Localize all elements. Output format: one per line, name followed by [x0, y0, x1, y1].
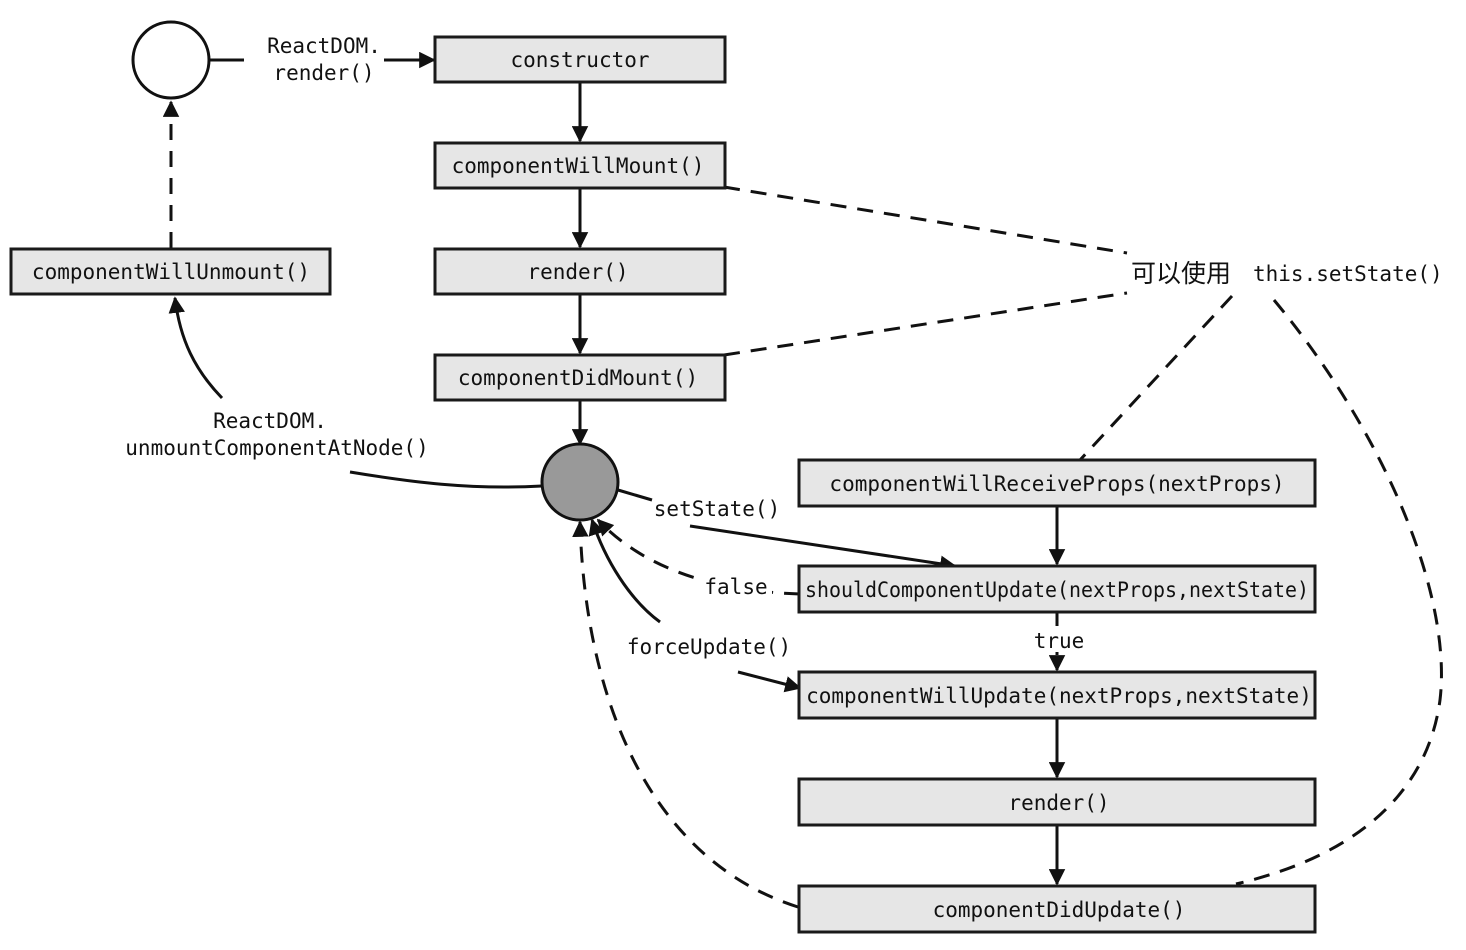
node-should-component-update-label: shouldComponentUpdate(nextProps,nextStat… — [805, 578, 1309, 602]
node-component-did-update: componentDidUpdate() — [797, 884, 1317, 934]
mounted-to-setstate-line — [617, 488, 653, 502]
setstate-note-cn: 可以使用 — [1131, 259, 1231, 288]
node-constructor-label: constructor — [510, 48, 649, 72]
node-component-will-mount: componentWillMount() — [433, 141, 727, 190]
node-constructor: constructor — [433, 35, 727, 84]
unmount-label-line2: unmountComponentAtNode() — [125, 436, 428, 460]
note-line-didmount — [723, 291, 1128, 357]
false-return-arrow — [596, 518, 801, 596]
unmount-label-line1: ReactDOM. — [213, 409, 327, 433]
node-component-will-receive-props: componentWillReceiveProps(nextProps) — [797, 458, 1317, 508]
forceupdate-to-willupdate-arrow — [737, 670, 802, 693]
setstate-note-code: this.setState() — [1253, 262, 1443, 286]
mounted-to-unmount-label-line — [349, 470, 543, 489]
node-component-will-mount-label: componentWillMount() — [452, 154, 705, 178]
unmount-label-to-willunmount-arrow — [168, 296, 224, 400]
reactdom-render-label-line1: ReactDOM. — [267, 34, 381, 58]
note-line-receiveprops — [1078, 294, 1234, 462]
setstate-label: setState() — [654, 497, 780, 521]
node-component-will-update-label: componentWillUpdate(nextProps,nextState) — [806, 684, 1312, 708]
node-component-did-mount: componentDidMount() — [433, 353, 727, 402]
node-component-will-unmount: componentWillUnmount() — [9, 247, 332, 296]
note-line-willmount — [723, 185, 1128, 255]
false-label: false — [704, 575, 767, 599]
node-component-did-update-label: componentDidUpdate() — [933, 898, 1186, 922]
forceupdate-to-mounted-arrow — [588, 518, 661, 624]
node-render-update-label: render() — [1008, 791, 1109, 815]
node-component-will-update: componentWillUpdate(nextProps,nextState) — [797, 670, 1317, 720]
reactdom-render-label-line2: render() — [273, 61, 374, 85]
initial-state-circle — [131, 20, 211, 100]
node-component-did-mount-label: componentDidMount() — [458, 366, 698, 390]
node-render-update: render() — [797, 777, 1317, 827]
node-render-mount-label: render() — [527, 260, 628, 284]
node-render-mount: render() — [433, 247, 727, 296]
mounted-state-circle — [540, 442, 620, 522]
node-component-will-receive-props-label: componentWillReceiveProps(nextProps) — [829, 472, 1284, 496]
node-should-component-update: shouldComponentUpdate(nextProps,nextStat… — [797, 564, 1317, 614]
true-label: true — [1034, 629, 1085, 653]
forceupdate-label: forceUpdate() — [627, 635, 791, 659]
setstate-to-shouldupdate-arrow — [689, 524, 957, 572]
node-component-will-unmount-label: componentWillUnmount() — [32, 260, 310, 284]
didupdate-return-arrow — [572, 520, 799, 909]
